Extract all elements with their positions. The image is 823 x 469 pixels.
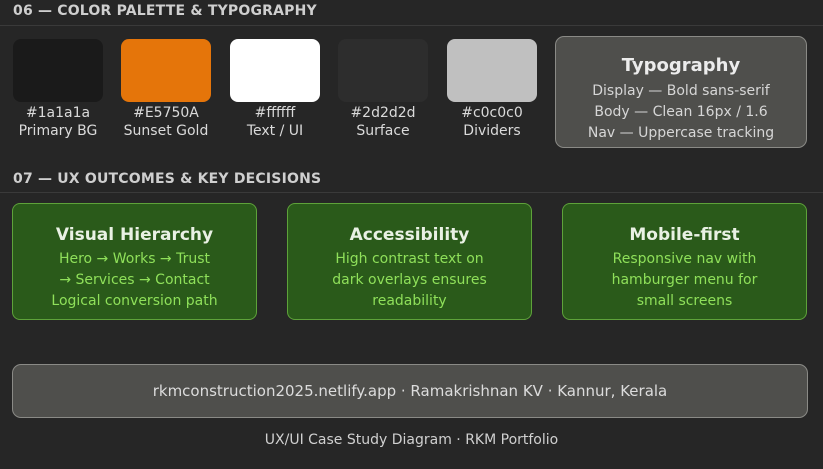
outcome-line: dark overlays ensures — [332, 272, 487, 288]
outcome-card-visual-hierarchy: Visual Hierarchy Hero → Works → Trust → … — [12, 203, 257, 320]
palette-section-title: 06 — COLOR PALETTE & TYPOGRAPHY — [13, 3, 317, 19]
outcome-card-mobile-first: Mobile-first Responsive nav with hamburg… — [562, 203, 807, 320]
swatch-sunset-gold: #E5750A Sunset Gold — [121, 39, 211, 140]
swatch-dividers: #c0c0c0 Dividers — [447, 39, 537, 140]
outcome-line: Responsive nav with — [612, 251, 757, 267]
typography-card: Typography Display — Bold sans-serif Bod… — [555, 36, 807, 148]
outcome-line: readability — [372, 293, 447, 309]
outcome-title: Mobile-first — [629, 225, 740, 245]
outcome-line: → Services → Contact — [59, 272, 210, 288]
swatch-chip — [338, 39, 428, 102]
swatch-chip — [13, 39, 103, 102]
palette-section-divider — [0, 25, 823, 26]
outcome-line: High contrast text on — [335, 251, 484, 267]
swatch-role: Text / UI — [246, 123, 304, 139]
typography-nav: Nav — Uppercase tracking — [587, 125, 775, 141]
diagram-caption: UX/UI Case Study Diagram · RKM Portfolio — [264, 432, 559, 448]
typography-title: Typography — [621, 55, 741, 76]
swatch-hex: #2d2d2d — [350, 105, 416, 121]
site-credit-bar: rkmconstruction2025.netlify.app · Ramakr… — [12, 364, 808, 418]
swatch-chip — [121, 39, 211, 102]
swatch-chip — [230, 39, 320, 102]
swatch-hex: #E5750A — [133, 105, 199, 121]
outcomes-section-title: 07 — UX OUTCOMES & KEY DECISIONS — [13, 171, 322, 187]
swatch-primary-bg: #1a1a1a Primary BG — [13, 39, 103, 140]
typography-body: Body — Clean 16px / 1.6 — [594, 104, 768, 120]
swatch-hex: #1a1a1a — [25, 105, 91, 121]
outcome-card-accessibility: Accessibility High contrast text on dark… — [287, 203, 532, 320]
swatch-hex: #ffffff — [254, 105, 296, 121]
swatch-text-ui: #ffffff Text / UI — [230, 39, 320, 140]
swatch-hex: #c0c0c0 — [461, 105, 523, 121]
swatch-role: Dividers — [463, 123, 521, 139]
swatch-surface: #2d2d2d Surface — [338, 39, 428, 140]
outcome-line: small screens — [636, 293, 733, 309]
swatch-role: Primary BG — [18, 123, 98, 139]
swatch-role: Sunset Gold — [123, 123, 209, 139]
swatch-chip — [447, 39, 537, 102]
outcome-line: Hero → Works → Trust — [58, 251, 211, 267]
typography-display: Display — Bold sans-serif — [592, 83, 770, 99]
outcome-line: Logical conversion path — [51, 293, 218, 309]
swatch-role: Surface — [356, 123, 410, 139]
outcome-line: hamburger menu for — [611, 272, 758, 288]
outcome-title: Visual Hierarchy — [55, 225, 214, 245]
outcomes-section-divider — [0, 192, 823, 193]
outcome-title: Accessibility — [349, 225, 470, 245]
